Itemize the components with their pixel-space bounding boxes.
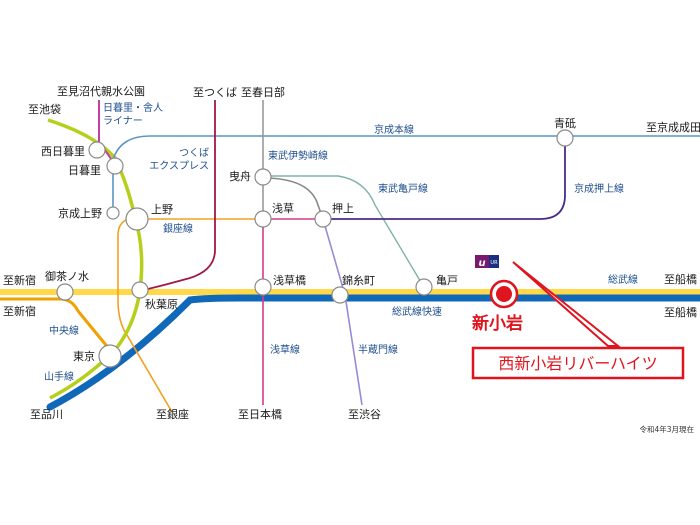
dest-keisei-narita: 至京成成田 bbox=[646, 120, 700, 134]
dest-nihonbashi: 至日本橋 bbox=[238, 407, 282, 421]
line-label-nippori-toneri-1: 日暮里・舎人 bbox=[103, 101, 163, 114]
line-label-tsukuba-1: つくば bbox=[179, 147, 209, 159]
station-aoto bbox=[556, 129, 574, 147]
dest-ginza: 至銀座 bbox=[156, 407, 189, 421]
ur-logo-text: UR bbox=[490, 260, 498, 266]
label-akihabara: 秋葉原 bbox=[145, 297, 178, 311]
tobu-kameido-line bbox=[263, 175, 423, 285]
line-label-yamanote: 山手線 bbox=[44, 370, 74, 383]
line-label-asakusa: 浅草線 bbox=[270, 343, 300, 356]
asakusa-line bbox=[262, 218, 323, 405]
station-akihabara bbox=[131, 281, 149, 299]
line-label-sobu: 総武線 bbox=[608, 273, 638, 286]
dest-tsukuba: 至つくば bbox=[193, 86, 237, 99]
dest-funabashi-rapid: 至船橋 bbox=[664, 305, 697, 319]
station-asakusa bbox=[254, 210, 272, 228]
dest-shibuya: 至渋谷 bbox=[348, 408, 381, 421]
station-shin-koiwa-dot bbox=[496, 286, 512, 302]
line-label-keisei-main: 京成本線 bbox=[374, 123, 414, 136]
property-box bbox=[471, 346, 685, 380]
label-aoto: 青砥 bbox=[554, 117, 576, 130]
label-kameido: 亀戸 bbox=[436, 273, 458, 287]
label-asakusabashi: 浅草橋 bbox=[273, 273, 306, 287]
sobu-rapid-line bbox=[46, 294, 700, 411]
date-note: 令和4年3月現在 bbox=[639, 424, 694, 434]
label-tokyo: 東京 bbox=[73, 349, 95, 363]
label-asakusa: 浅草 bbox=[272, 202, 294, 215]
label-kinshicho: 錦糸町 bbox=[342, 273, 375, 287]
ur-logo: u UR bbox=[475, 255, 499, 269]
station-hikifune bbox=[254, 168, 272, 186]
line-label-hanzomon: 半蔵門線 bbox=[358, 343, 398, 356]
dest-kasukabe: 至春日部 bbox=[241, 85, 285, 99]
station-keisei-ueno bbox=[106, 206, 120, 220]
station-ochanomizu bbox=[56, 283, 74, 301]
label-keisei-ueno: 京成上野 bbox=[58, 206, 102, 220]
dest-shinjuku-chuo: 至新宿 bbox=[3, 304, 36, 318]
dest-ikebukuro: 至池袋 bbox=[28, 102, 61, 116]
station-tokyo bbox=[98, 344, 122, 368]
station-asakusabashi bbox=[254, 278, 272, 296]
station-kinshicho bbox=[331, 286, 349, 304]
keisei-main-line bbox=[112, 135, 700, 161]
station-nippori bbox=[106, 157, 124, 175]
label-oshiage: 押上 bbox=[332, 201, 354, 215]
line-label-tobu-isesaki: 東武伊勢崎線 bbox=[268, 149, 328, 162]
dest-shinjuku-sobu: 至新宿 bbox=[3, 273, 36, 287]
station-nishi-nippori bbox=[88, 141, 106, 159]
dest-shinagawa: 至品川 bbox=[30, 408, 63, 421]
keisei-oshiage-line bbox=[323, 138, 566, 220]
label-ueno: 上野 bbox=[151, 203, 173, 216]
line-label-ginza: 銀座線 bbox=[163, 222, 193, 235]
line-label-chuo: 中央線 bbox=[49, 324, 79, 337]
tsukuba-express-line bbox=[139, 100, 216, 292]
property-name: 西新小岩リバーハイツ bbox=[498, 354, 657, 373]
ginza-line bbox=[117, 218, 255, 413]
line-label-keisei-oshiage: 京成押上線 bbox=[574, 182, 624, 195]
station-oshiage bbox=[314, 210, 332, 228]
station-shin-koiwa-label: 新小岩 bbox=[472, 313, 523, 334]
dest-minumadai: 至見沼代親水公園 bbox=[57, 84, 145, 98]
property-pointer bbox=[512, 261, 621, 347]
svg-text:u: u bbox=[478, 258, 485, 269]
station-kameido bbox=[415, 278, 433, 296]
label-ochanomizu: 御茶ノ水 bbox=[45, 269, 89, 283]
label-nishi-nippori: 西日暮里 bbox=[41, 144, 85, 158]
label-nippori: 日暮里 bbox=[68, 163, 101, 177]
tobu-isesaki-oshiage bbox=[262, 177, 324, 220]
line-label-tsukuba-2: エクスプレス bbox=[149, 160, 209, 172]
dest-funabashi-sobu: 至船橋 bbox=[664, 272, 697, 286]
line-label-tobu-kameido: 東武亀戸線 bbox=[378, 182, 428, 195]
label-hikifune: 曳舟 bbox=[229, 169, 251, 183]
line-label-nippori-toneri-2: ライナー bbox=[103, 115, 143, 127]
line-label-sobu-rapid: 総武線快速 bbox=[392, 305, 442, 318]
station-ueno bbox=[125, 207, 149, 231]
hanzomon-line bbox=[322, 218, 363, 406]
